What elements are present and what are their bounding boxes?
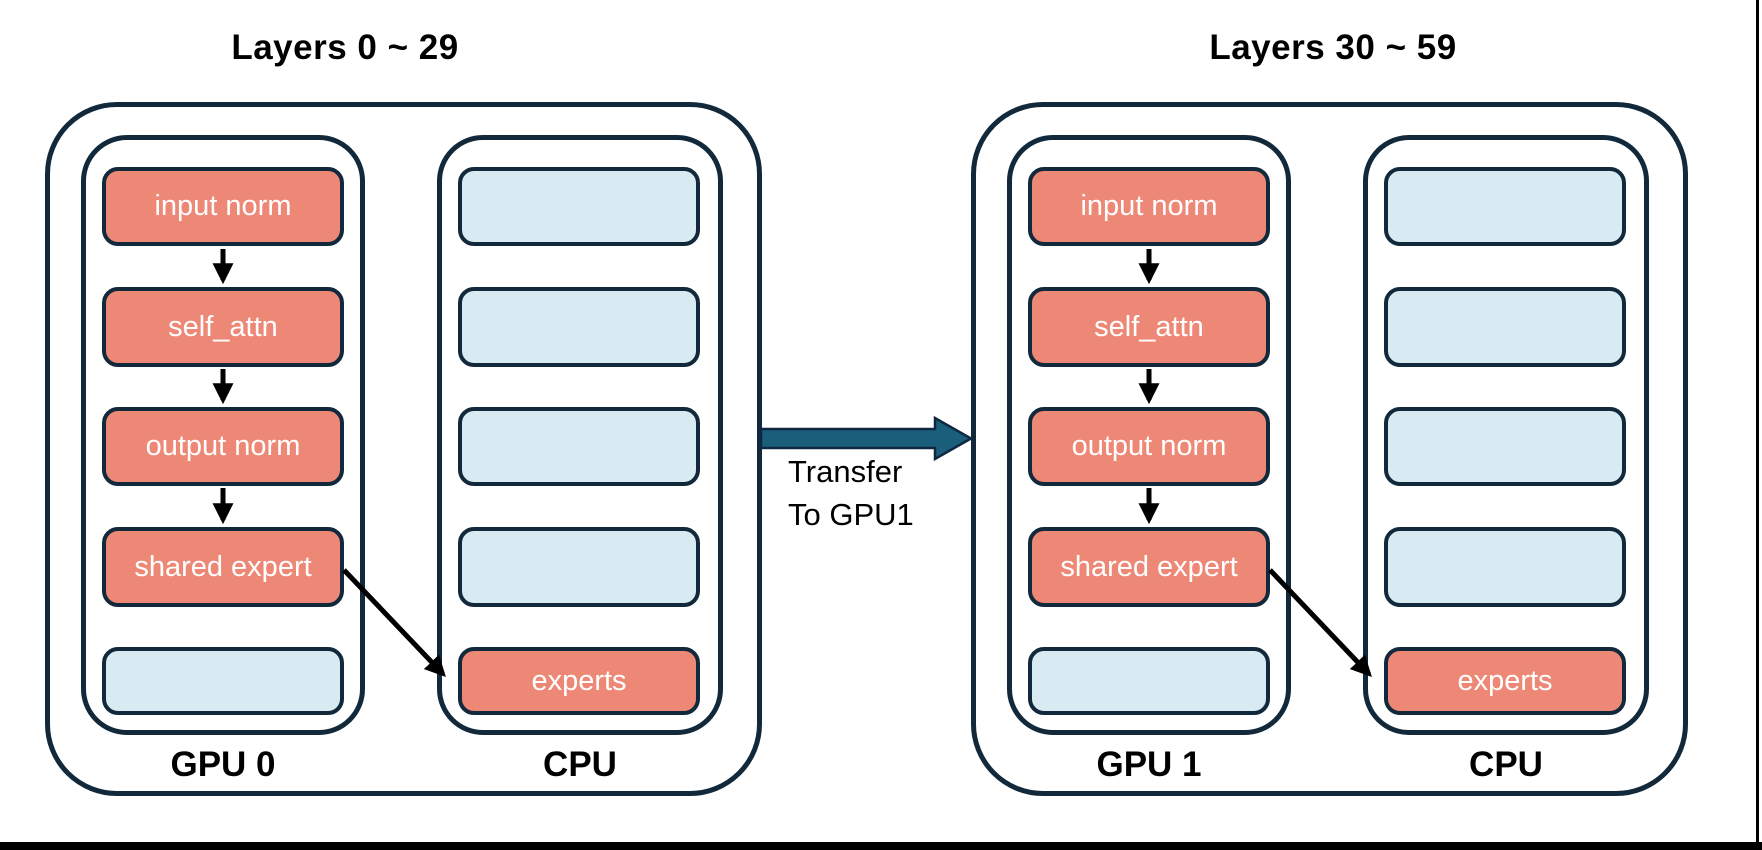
cpu-left-box-empty-1 <box>458 167 700 246</box>
gpu1-box-shared-expert: shared expert <box>1028 527 1270 607</box>
cpu-right-box-empty-2 <box>1384 287 1626 367</box>
gpu0-box-shared-expert: shared expert <box>102 527 344 607</box>
gpu0-label: GPU 0 <box>170 745 276 784</box>
layer-group-0: input norm self_attn output norm shared … <box>45 102 762 796</box>
cpu-right-container: experts <box>1363 135 1649 735</box>
gpu1-box-empty <box>1028 647 1270 715</box>
gpu0-box-self-attn: self_attn <box>102 287 344 367</box>
gpu1-container: input norm self_attn output norm shared … <box>1007 135 1291 735</box>
transfer-label-line2: To GPU1 <box>788 497 914 532</box>
cpu-left-box-empty-3 <box>458 407 700 486</box>
transfer-label: Transfer To GPU1 <box>788 450 1018 536</box>
gpu1-box-output-norm: output norm <box>1028 407 1270 486</box>
right-group-title: Layers 30 ~ 59 <box>1209 28 1457 67</box>
gpu1-box-input-norm: input norm <box>1028 167 1270 246</box>
cpu-left-box-empty-2 <box>458 287 700 367</box>
cpu-right-box-experts: experts <box>1384 647 1626 715</box>
transfer-label-line1: Transfer <box>788 454 903 489</box>
cpu-left-label: CPU <box>543 745 617 784</box>
right-edge-line <box>1756 0 1759 850</box>
cpu-right-box-empty-3 <box>1384 407 1626 486</box>
gpu0-box-output-norm: output norm <box>102 407 344 486</box>
gpu1-label: GPU 1 <box>1096 745 1202 784</box>
cpu-left-container: experts <box>437 135 723 735</box>
bottom-edge-bar <box>0 842 1762 850</box>
cpu-right-label: CPU <box>1469 745 1543 784</box>
layer-group-1: input norm self_attn output norm shared … <box>971 102 1688 796</box>
cpu-right-box-empty-4 <box>1384 527 1626 607</box>
gpu1-box-self-attn: self_attn <box>1028 287 1270 367</box>
gpu0-box-empty <box>102 647 344 715</box>
transfer-arrow-icon <box>759 415 974 462</box>
cpu-right-box-empty-1 <box>1384 167 1626 246</box>
left-group-title: Layers 0 ~ 29 <box>231 28 459 67</box>
gpu0-container: input norm self_attn output norm shared … <box>81 135 365 735</box>
cpu-left-box-experts: experts <box>458 647 700 715</box>
cpu-left-box-empty-4 <box>458 527 700 607</box>
gpu0-box-input-norm: input norm <box>102 167 344 246</box>
